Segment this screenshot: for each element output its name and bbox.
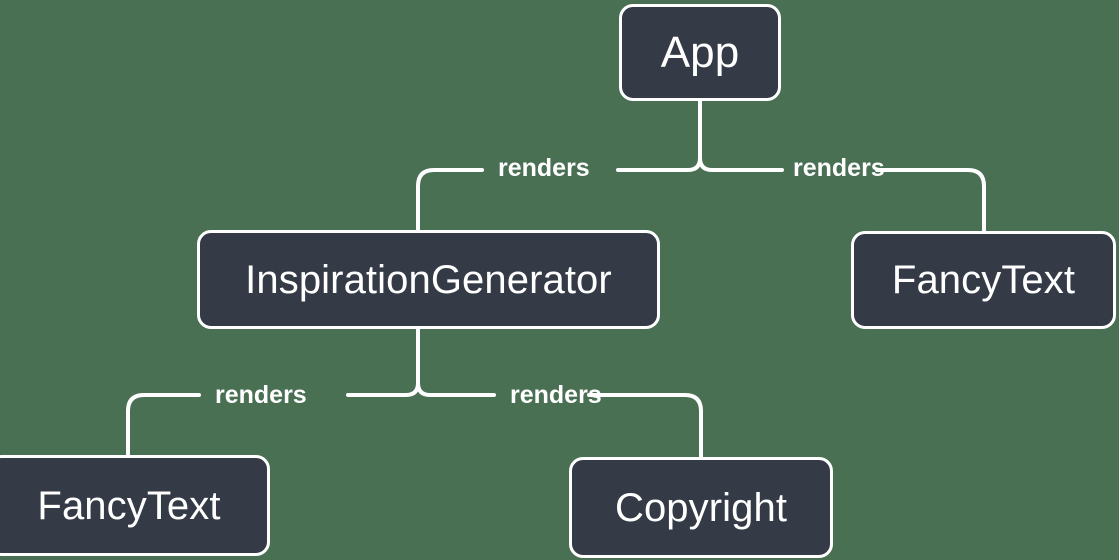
edge-app-to-fancytext-right [875,168,986,233]
edge-app-fork-right [698,156,784,172]
node-copyright[interactable]: Copyright [569,457,833,558]
node-fancytext-right[interactable]: FancyText [851,231,1116,329]
edge-label-app-to-fancytext-right: renders [793,154,885,182]
node-fancytext-bottom-label: FancyText [37,483,221,528]
edge-inspirationgenerator-fork-left [346,381,420,397]
edge-label-app-to-inspiration-generator: renders [498,154,590,182]
node-app-label: App [660,27,740,77]
edge-label-inspiration-generator-to-fancytext-bottom: renders [215,381,307,409]
edge-app-to-inspirationgenerator [416,168,484,232]
node-copyright-label: Copyright [614,485,788,530]
edge-inspirationgenerator-to-fancytext-bottom [126,393,201,457]
node-inspiration-generator-label: InspirationGenerator [245,257,612,302]
edge-app-fork-left [616,156,702,172]
edge-inspirationgenerator-to-copyright [587,393,703,459]
node-fancytext-bottom[interactable]: FancyText [0,455,270,556]
edge-inspirationgenerator-fork-right [416,381,496,397]
node-app[interactable]: App [619,4,781,101]
node-inspiration-generator[interactable]: InspirationGenerator [197,230,660,329]
edge-label-inspiration-generator-to-copyright: renders [510,381,602,409]
node-fancytext-right-label: FancyText [891,258,1076,302]
